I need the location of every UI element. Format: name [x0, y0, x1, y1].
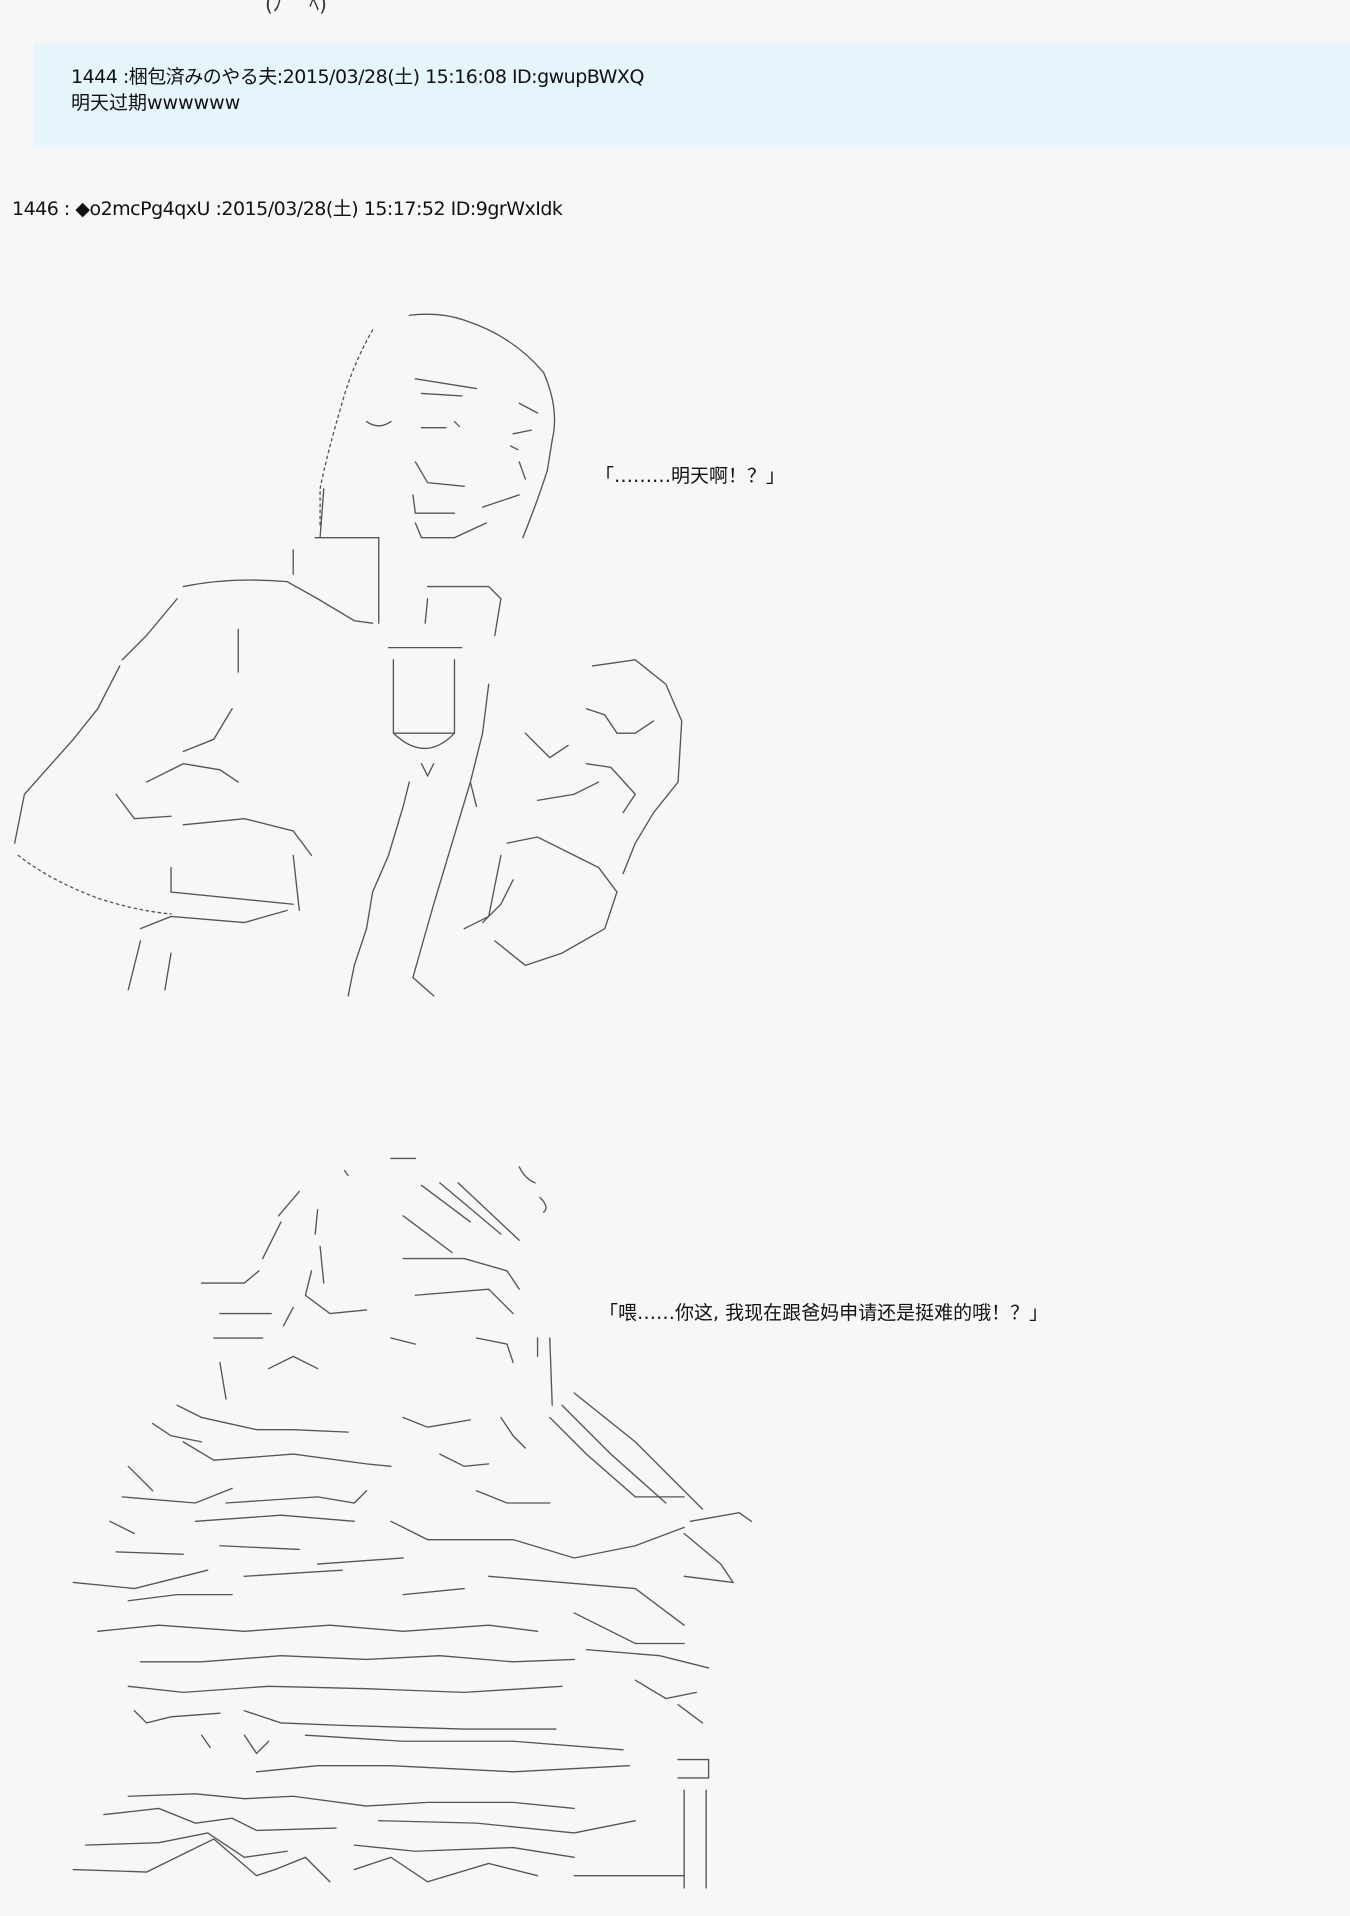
post-body: 明天过期wwwwww: [71, 92, 241, 114]
speech-bubble-text: 「喂……你这, 我现在跟爸妈申请还是挺难的哦！？」: [599, 1302, 1049, 1324]
post-header: 1444 :梱包済みのやる夫:2015/03/28(土) 15:16:08 ID…: [71, 66, 644, 88]
previous-post-ascii-fragment: (ﾉ ﾍ): [265, 0, 327, 16]
ascii-art-figure-microphone: [13, 313, 683, 997]
ascii-art-figure-girl: [72, 1157, 753, 1889]
post-1444: 1444 :梱包済みのやる夫:2015/03/28(土) 15:16:08 ID…: [34, 43, 1350, 147]
speech-bubble-text: 「………明天啊！？」: [595, 465, 786, 487]
post-1446-header: 1446 : ◆o2mcPg4qxU :2015/03/28(土) 15:17:…: [12, 198, 563, 220]
